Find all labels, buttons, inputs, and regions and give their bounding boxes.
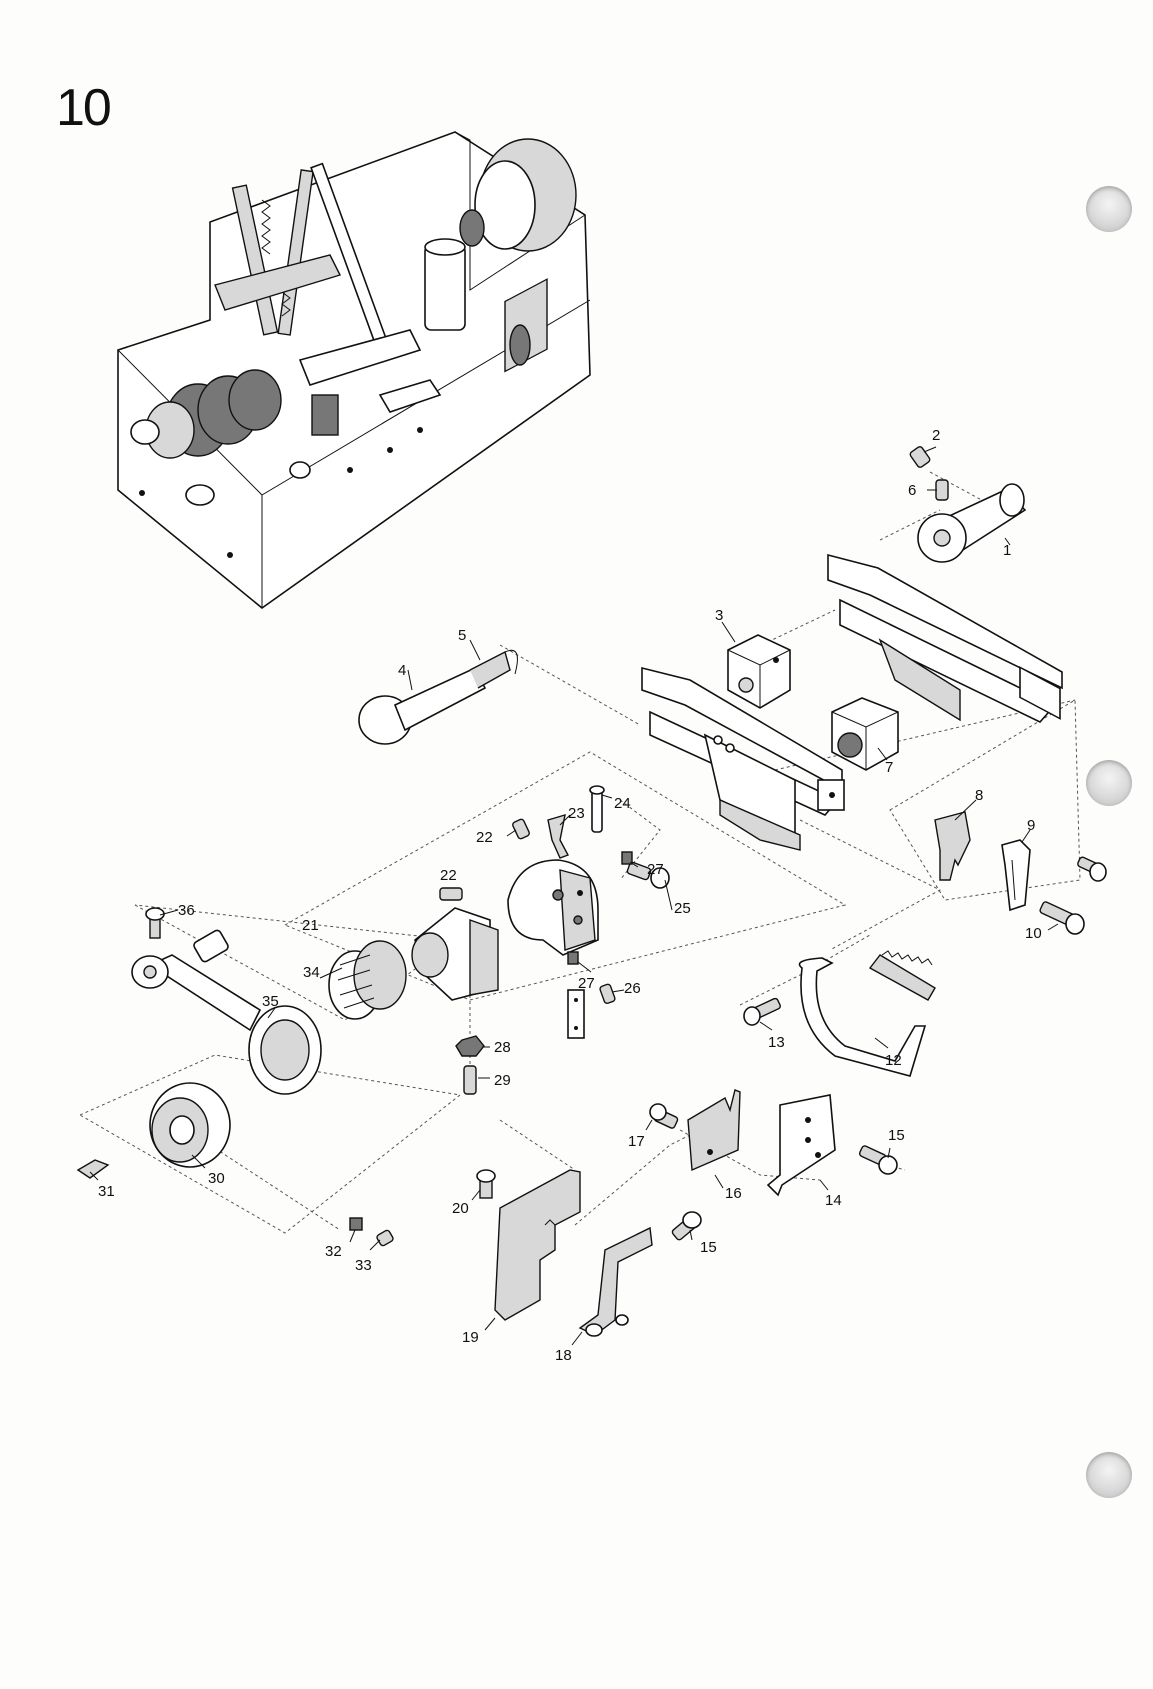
callout-3: 3: [715, 607, 723, 624]
part-32-nut: [350, 1218, 362, 1230]
callout-12: 12: [885, 1052, 902, 1069]
part-6-set-screw: [936, 480, 948, 500]
part-34-needle-bearing: [329, 941, 406, 1019]
callout-18: 18: [555, 1347, 572, 1364]
part-10-screw-head: [1066, 914, 1084, 934]
callout-25: 25: [674, 900, 691, 917]
part-22-set-screw: [440, 888, 462, 900]
callout-17: 17: [628, 1133, 645, 1150]
callout-14: 14: [825, 1192, 842, 1209]
callout-4: 4: [398, 662, 406, 679]
callout-33: 33: [355, 1257, 372, 1274]
callout-7: 7: [885, 759, 893, 776]
callout-30: 30: [208, 1170, 225, 1187]
callout-34: 34: [303, 964, 320, 981]
part-8-needle-plate-piece: [935, 812, 970, 880]
part-18-bracket: [580, 1228, 652, 1336]
callout-13: 13: [768, 1034, 785, 1051]
callout-27b: 27: [578, 975, 595, 992]
part-16-plate: [688, 1090, 740, 1170]
callout-36: 36: [178, 902, 195, 919]
callout-28: 28: [494, 1039, 511, 1056]
callout-21: 21: [302, 917, 319, 934]
part-4-shaft: [359, 650, 517, 744]
pin-sleeve: [193, 929, 230, 963]
part-29-screw: [464, 1066, 476, 1094]
part-27-nut: [568, 952, 578, 964]
callout-22b: 22: [440, 867, 457, 884]
part-9-guide: [1002, 840, 1030, 910]
part-21-block: [508, 860, 598, 955]
callout-22: 22: [476, 829, 493, 846]
callout-27: 27: [647, 861, 664, 878]
part-24-pin: [592, 790, 602, 832]
callout-6: 6: [908, 482, 916, 499]
part-3-block: [728, 635, 790, 708]
part-2-set-screw: [909, 446, 931, 469]
part-19-bracket: [495, 1170, 580, 1320]
feed-bar-rear: [828, 555, 1062, 722]
callout-31: 31: [98, 1183, 115, 1200]
part-21-plate: [568, 990, 584, 1038]
callout-20: 20: [452, 1200, 469, 1217]
part-28-nut: [456, 1036, 484, 1056]
callout-15: 15: [888, 1127, 905, 1144]
part-21-holder: [412, 908, 498, 1000]
callout-35: 35: [262, 993, 279, 1010]
callout-32: 32: [325, 1243, 342, 1260]
callout-26: 26: [624, 980, 641, 997]
callout-23: 23: [568, 805, 585, 822]
callout-8: 8: [975, 787, 983, 804]
part-26-set-screw: [599, 983, 615, 1004]
callout-19: 19: [462, 1329, 479, 1346]
part-23-clip: [548, 815, 568, 858]
callout-9: 9: [1027, 817, 1035, 834]
callout-2: 2: [932, 427, 940, 444]
part-30-eccentric: [150, 1083, 230, 1167]
part-12-lever: [800, 951, 936, 1076]
part-33-screw: [376, 1229, 394, 1246]
callout-15b: 15: [700, 1239, 717, 1256]
part-35-connecting-rod: [132, 955, 321, 1094]
machine-assembly-drawing: [118, 132, 590, 608]
part-22-set-screw: [512, 818, 530, 839]
callout-5: 5: [458, 627, 466, 644]
callout-29: 29: [494, 1072, 511, 1089]
part-36-screw: [150, 918, 160, 938]
callout-1: 1: [1003, 542, 1011, 559]
callout-24: 24: [614, 795, 631, 812]
part-14-bracket: [768, 1095, 835, 1195]
callout-10: 10: [1025, 925, 1042, 942]
callout-16: 16: [725, 1185, 742, 1202]
